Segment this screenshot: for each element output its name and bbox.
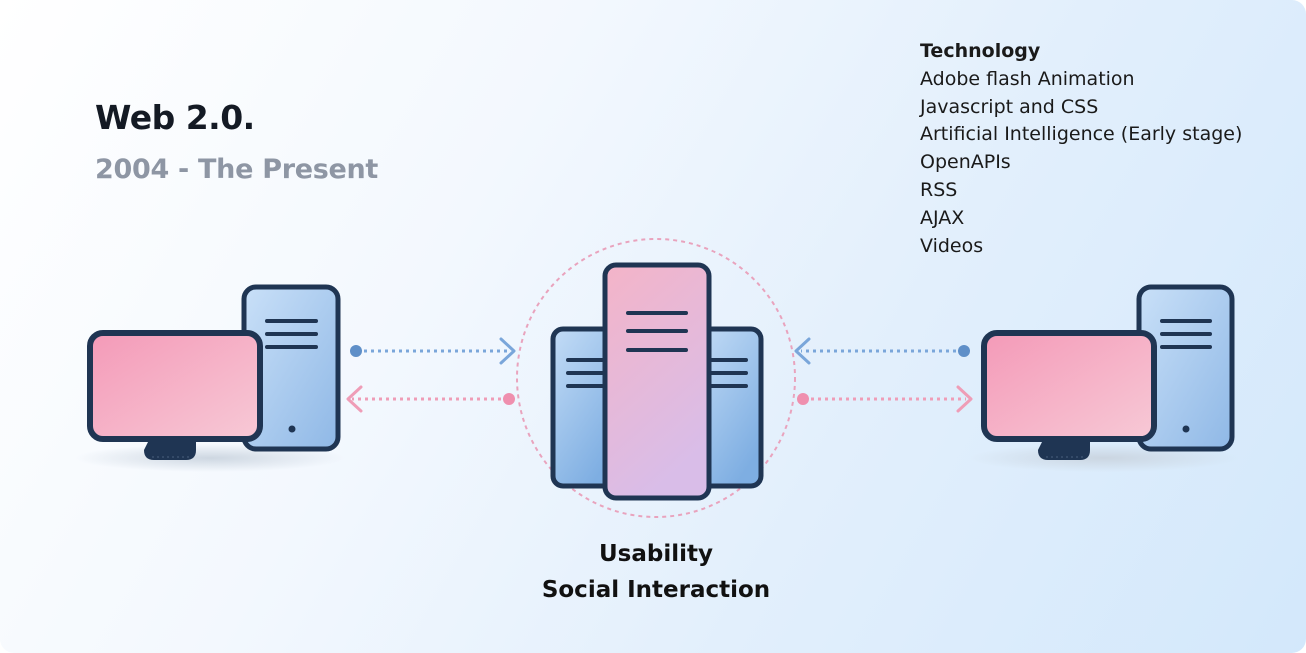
technology-item: AJAX [920,206,965,229]
technology-item: Artificial Intelligence (Early stage) [920,123,1243,146]
arrow-left-icon [794,337,970,365]
arrow-left-icon [346,385,515,413]
client-computer-icon [969,284,1239,472]
technology-item: Javascript and CSS [920,95,1099,118]
technology-heading: Technology [920,40,1041,62]
technology-item: Videos [920,234,984,257]
caption-usability: Usability [599,541,713,567]
technology-item: OpenAPIs [920,151,1011,174]
technology-item: RSS [920,178,958,201]
caption-social-interaction: Social Interaction [541,577,771,603]
technology-list: Technology Adobe flash Animation Javascr… [920,38,1242,260]
page-title: Web 2.0. [95,98,255,137]
client-computer-icon [75,284,345,472]
arrow-right-icon [797,385,973,413]
technology-item: Adobe flash Animation [920,67,1135,90]
server-icon [516,238,796,518]
arrow-right-icon [350,337,516,365]
page-subtitle: 2004 - The Present [95,154,379,185]
